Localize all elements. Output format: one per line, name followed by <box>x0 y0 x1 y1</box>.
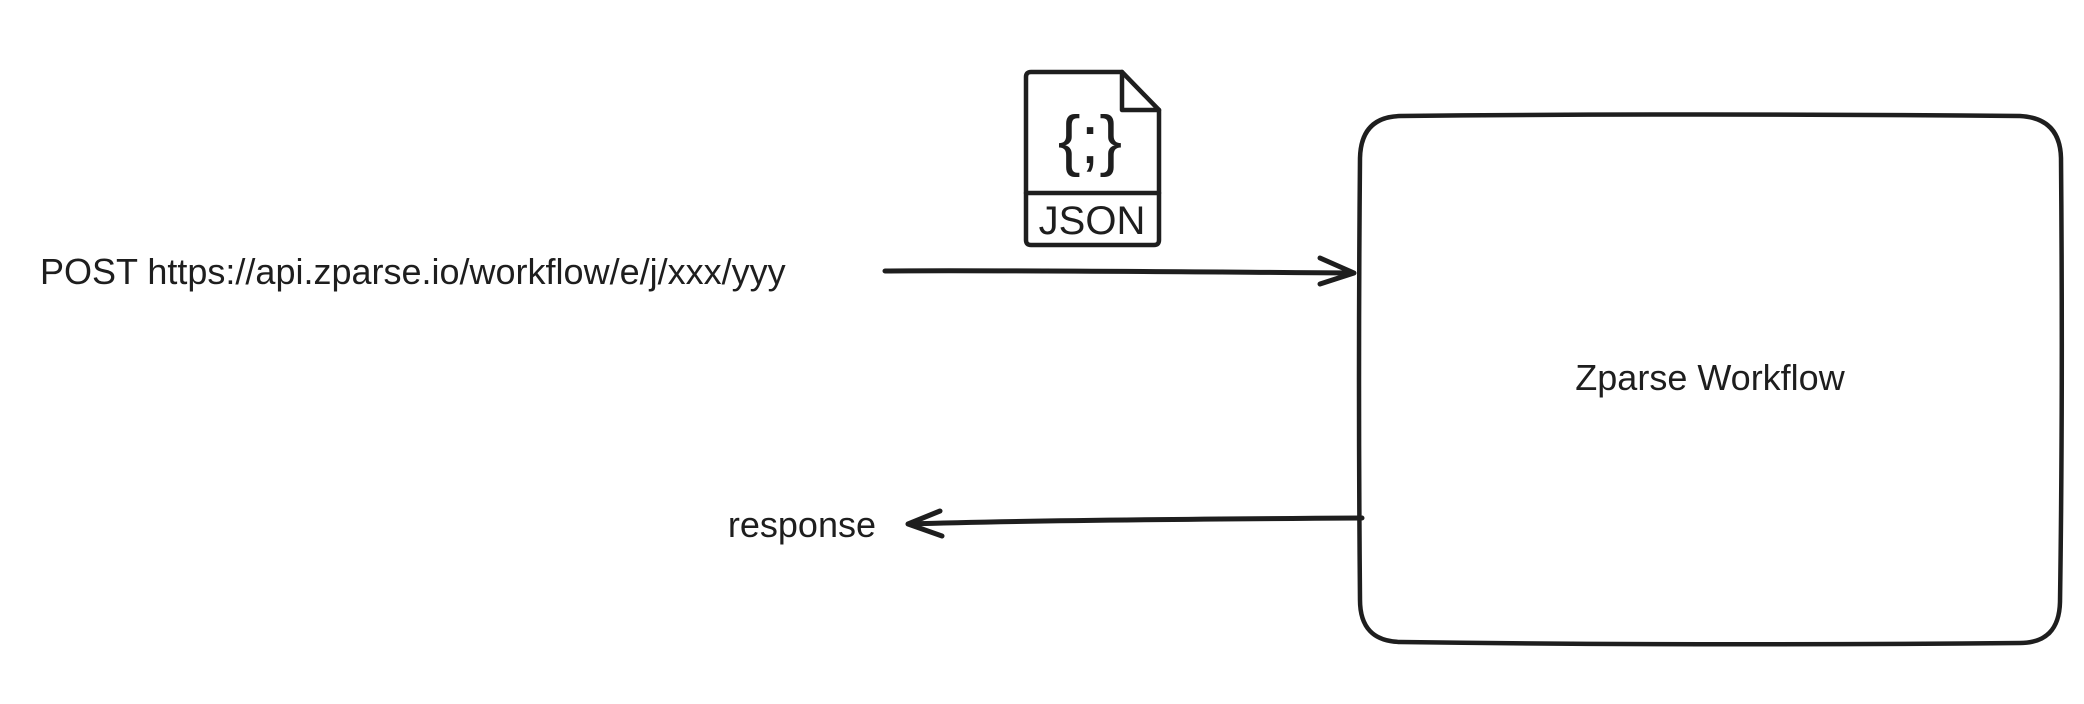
workflow-box <box>1356 112 2065 647</box>
json-file-outline <box>1023 69 1162 248</box>
json-file-fold <box>1119 69 1162 113</box>
request-arrow <box>882 255 1357 287</box>
response-arrow-head <box>905 508 945 539</box>
response-arrow-shaft <box>907 515 1365 527</box>
response-label: response <box>728 504 876 545</box>
json-file-icon <box>1023 69 1162 248</box>
workflow-box-label: Zparse Workflow <box>1575 357 1845 398</box>
json-file-symbol: {;} <box>1058 102 1122 178</box>
json-file-label: JSON <box>1039 199 1146 243</box>
request-arrow-shaft <box>882 268 1355 276</box>
request-arrow-head <box>1317 255 1357 287</box>
request-label: POST https://api.zparse.io/workflow/e/j/… <box>40 251 786 292</box>
response-arrow <box>905 508 1365 539</box>
